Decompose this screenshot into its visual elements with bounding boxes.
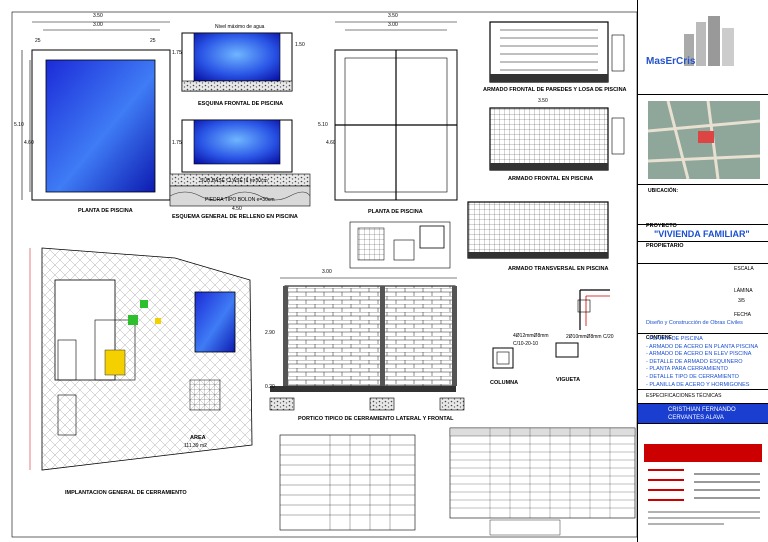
- specs-title: ESPECIFICACIONES TÉCNICAS: [646, 393, 722, 399]
- dim-beam-height: 0.20: [265, 384, 275, 390]
- contents-title: CONTIENE: [646, 335, 672, 341]
- dim-section-height: 1.75: [172, 50, 182, 56]
- title-transversal-reinforcement: ARMADO TRANSVERSAL EN PISCINA: [508, 266, 609, 272]
- pool-section-2: [169, 119, 311, 207]
- designer-box: CRISTHIAN FERNANDO CERVANTES ALAVA: [638, 404, 768, 424]
- dim-length-inner: 4.60: [24, 140, 34, 146]
- label-sub-base: SUB BASE CLASE III e=30cm: [200, 178, 268, 184]
- pool-plan-left: [21, 21, 171, 201]
- label-water-level: Nivel máximo de agua: [215, 24, 265, 30]
- scale-label: ESCALA: [734, 266, 754, 272]
- contents-item: - PLANTA DE PISCINA: [646, 336, 703, 342]
- dim-portico-height: 2.90: [265, 330, 275, 336]
- label-vigueta-reinf: 2Ø10mmØ8mm C/20: [566, 334, 614, 340]
- design-subtitle: Diseño y Construcción de Obras Civiles: [646, 320, 743, 326]
- label-area-value: 111.39 m2: [184, 443, 207, 449]
- label-column-reinf: 4Ø12mmØ8mm: [513, 333, 549, 339]
- contents-box: CONTIENE - PLANTA DE PISCINA - ARMADO DE…: [638, 334, 768, 390]
- dim-section-water: 1.50: [295, 42, 305, 48]
- sheet-value: 3/5: [738, 298, 745, 304]
- contents-list: - PLANTA DE PISCINA - ARMADO DE ACERO EN…: [646, 336, 758, 389]
- reinforcement-walls: [489, 21, 625, 83]
- ubicacion-title: UBICACIÓN:: [648, 188, 678, 194]
- label-area: AREA: [190, 435, 206, 441]
- reinforcement-front: [489, 107, 625, 171]
- sheet-label: LÁMINA: [734, 288, 753, 294]
- dim-plan2-inner: 3.00: [388, 22, 398, 28]
- dim-portico-width: 3.00: [322, 269, 332, 275]
- title-column: COLUMNA: [490, 380, 519, 386]
- dim-fill-width: 4.50: [232, 206, 242, 212]
- designer-line-1: CRISTHIAN FERNANDO: [668, 407, 736, 413]
- logo-box: MasErCris: [638, 0, 768, 95]
- contents-item: - ARMADO DE ACERO EN ELEV PISCINA: [646, 351, 752, 358]
- dim-wall-right: 25: [150, 38, 156, 44]
- owner-box: PROPIETARIO: [638, 242, 768, 264]
- title-block: MasErCris UBICACIÓN: PROYECTO "VIVIENDA …: [637, 0, 768, 542]
- title-vigueta: VIGUETA: [556, 377, 581, 383]
- dim-front-width: 3.50: [538, 98, 548, 104]
- title-wall-reinforcement: ARMADO FRONTAL DE PAREDES Y LOSA DE PISC…: [483, 87, 627, 93]
- specs-box: ESPECIFICACIONES TÉCNICAS: [638, 390, 768, 404]
- designer-line-2: CERVANTES ALAVA: [668, 415, 724, 421]
- concrete-table: [279, 434, 416, 531]
- dim-length-total: 5.10: [14, 122, 24, 128]
- dim-wall: 25: [35, 38, 41, 44]
- responsibles-box: ESCALA LÁMINA 3/5 FECHA Diseño y Constru…: [638, 264, 768, 334]
- vigueta-section: [555, 342, 579, 358]
- fence-portico: [269, 277, 465, 411]
- corner-reinforcement-detail: [577, 289, 610, 330]
- column-section: [492, 347, 514, 369]
- dim-plan2-inner-length: 4.60: [326, 140, 336, 146]
- project-name: "VIVIENDA FAMILIAR": [654, 229, 750, 239]
- steel-table: [449, 427, 636, 536]
- building-logo-icon: [684, 16, 734, 66]
- pool-section-1: [181, 32, 293, 92]
- title-pool-plan: PLANTA DE PISCINA: [78, 208, 133, 214]
- contents-item: - PLANTA PARA CERRAMIENTO: [646, 366, 728, 373]
- title-portico: PORTICO TIPICO DE CERRAMIENTO LATERAL Y …: [298, 416, 454, 422]
- contents-item: - ARMADO DE ACERO EN PLANTA PISCINA: [646, 343, 759, 350]
- dim-plan2-length: 5.10: [318, 122, 328, 128]
- ubicacion-box: UBICACIÓN:: [638, 185, 768, 225]
- logo-text: MasErCris: [646, 56, 696, 67]
- project-title: PROYECTO: [646, 223, 677, 229]
- contents-item: - PLANILLA DE ACERO Y HORMIGONES: [646, 381, 750, 388]
- title-site-plan: IMPLANTACION GENERAL DE CERRAMIENTO: [65, 490, 187, 496]
- location-map: [638, 95, 768, 185]
- corner-detail: [349, 221, 451, 269]
- label-column-spacing: C/10-20-10: [513, 341, 539, 347]
- site-plan: [29, 247, 253, 471]
- rebar-notes-icon: [644, 444, 762, 525]
- date-label: FECHA: [734, 312, 751, 318]
- title-front-corner: ESQUINA FRONTAL DE PISCINA: [198, 101, 284, 107]
- dim-width-inner: 3.00: [93, 22, 103, 28]
- dim-width-total: 3.50: [93, 13, 103, 19]
- notes-box: [638, 424, 768, 542]
- satellite-map-icon: [648, 101, 760, 179]
- dim-plan2-total: 3.50: [388, 13, 398, 19]
- title-pool-plan-2: PLANTA DE PISCINA: [368, 209, 423, 215]
- reinforcement-transversal: [467, 201, 609, 259]
- pool-plan-reinforcement: [334, 21, 458, 201]
- dim-section-height-2: 1.75: [172, 140, 182, 146]
- contents-item: - DETALLE DE ARMADO ESQUINERO: [646, 358, 743, 365]
- title-front-reinforcement: ARMADO FRONTAL EN PISCINA: [508, 176, 594, 182]
- contents-item: - DETALLE TIPO DE CERRAMIENTO: [646, 373, 739, 380]
- project-box: PROYECTO "VIVIENDA FAMILIAR": [638, 223, 768, 242]
- owner-title: PROPIETARIO: [646, 243, 684, 249]
- label-stone: PIEDRA TIPO BOLON e=30cm: [205, 197, 275, 203]
- title-fill-scheme: ESQUEMA GENERAL DE RELLENO EN PISCINA: [172, 214, 298, 220]
